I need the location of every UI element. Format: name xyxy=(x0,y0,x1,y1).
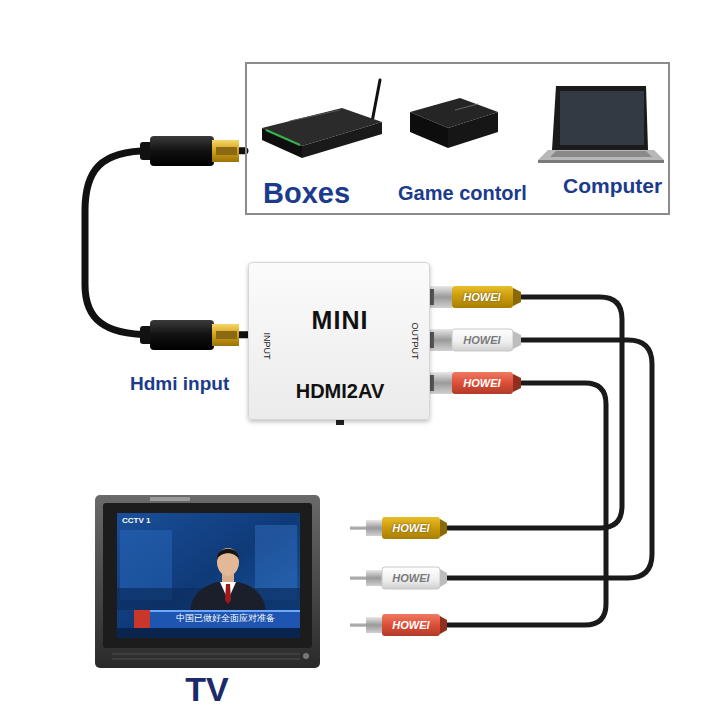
tv-illustration xyxy=(225,584,231,604)
hdmi-cable xyxy=(85,151,248,335)
rca-plug xyxy=(513,331,521,349)
news-caption: 中国已做好全面应对准备 xyxy=(176,614,275,624)
hdmi-plug xyxy=(140,136,239,166)
laptop xyxy=(538,160,664,163)
brand-mark: HOWEI xyxy=(463,377,500,389)
rca-plug xyxy=(350,623,368,627)
brand-mark: HOWEI xyxy=(392,619,429,631)
model-text: MINI xyxy=(312,307,369,335)
game-console xyxy=(455,104,478,110)
tv-illustration xyxy=(95,495,320,668)
rca-plug xyxy=(430,372,521,394)
rca-plug xyxy=(350,576,368,580)
hdmi-plug xyxy=(216,331,237,339)
rca-plug xyxy=(350,567,447,589)
laptop xyxy=(560,91,644,145)
rca-plug xyxy=(430,372,452,394)
rca-plug xyxy=(430,289,434,305)
device-label: Boxes xyxy=(263,178,350,210)
tv-illustration xyxy=(150,610,300,628)
tv-illustration xyxy=(95,495,320,668)
tv-illustration xyxy=(303,653,309,659)
laptop xyxy=(552,86,648,150)
rca-plug xyxy=(440,569,447,587)
tv-illustration xyxy=(150,610,300,612)
rca-plug xyxy=(430,375,434,391)
rca-plug xyxy=(452,329,513,351)
model-text: HDMI2AV xyxy=(296,380,385,402)
rca-plug xyxy=(382,567,440,589)
hdmi-plug xyxy=(216,147,237,155)
port-label: INPUT xyxy=(261,333,271,360)
tv-illustration xyxy=(190,582,266,612)
rca-cable xyxy=(447,383,606,625)
tv-illustration xyxy=(112,653,300,655)
rca-plug xyxy=(513,374,521,392)
brand-mark: HOWEI xyxy=(463,334,500,346)
rca-plug xyxy=(430,286,521,308)
tv-illustration xyxy=(112,658,300,660)
hdmi-plug xyxy=(150,320,214,350)
rca-plug xyxy=(350,526,368,530)
tv-illustration xyxy=(117,628,300,638)
game-console xyxy=(448,112,498,148)
rca-plug xyxy=(366,570,382,586)
converter-box: MINI INPUT OUTPUT HDMI2AV xyxy=(248,262,430,420)
rca-plug xyxy=(366,617,382,633)
rca-plug xyxy=(430,332,434,348)
brand-mark: HOWEI xyxy=(392,572,429,584)
tv-illustration xyxy=(103,503,312,648)
laptop xyxy=(538,86,664,163)
game-console xyxy=(410,98,498,148)
tv-illustration xyxy=(217,549,239,560)
hdmi-plug xyxy=(140,320,239,350)
laptop xyxy=(538,150,664,160)
rca-plug xyxy=(382,614,440,636)
device-panel: Boxes Game contorl Computer xyxy=(245,62,670,215)
rca-plug xyxy=(382,517,440,539)
rca-plug xyxy=(430,329,452,351)
set-top-box xyxy=(262,80,382,158)
hdmi-plug xyxy=(212,324,239,346)
set-top-box xyxy=(266,130,300,145)
rca-plug xyxy=(513,288,521,306)
device-label: TV xyxy=(185,672,228,706)
rca-plug xyxy=(366,520,382,536)
rca-plug xyxy=(430,286,452,308)
rca-cable xyxy=(447,297,622,528)
set-top-box xyxy=(372,80,380,122)
hdmi-plug xyxy=(150,136,214,166)
hdmi-plug xyxy=(212,140,239,162)
set-top-box xyxy=(290,110,340,121)
rca-plug xyxy=(350,614,447,636)
rca-plug xyxy=(452,286,513,308)
tv-illustration xyxy=(150,497,190,501)
laptop xyxy=(550,151,652,157)
rca-plug xyxy=(440,616,447,634)
device-label: Computer xyxy=(563,174,662,197)
rca-cable xyxy=(447,340,652,578)
rca-plug xyxy=(350,517,447,539)
rca-plug xyxy=(430,329,521,351)
rca-plug xyxy=(452,372,513,394)
port-caption: Hdmi input xyxy=(130,374,229,395)
rca-cable xyxy=(447,297,652,625)
port-label: OUTPUT xyxy=(409,323,419,360)
brand-mark: HOWEI xyxy=(392,522,429,534)
device-label: Game contorl xyxy=(398,182,527,204)
game-console xyxy=(410,112,448,148)
set-top-box xyxy=(302,122,382,158)
channel-logo: CCTV 1 xyxy=(122,517,150,526)
set-top-box xyxy=(262,128,302,158)
tv-illustration xyxy=(134,610,150,628)
tv-illustration xyxy=(217,548,239,576)
tv-illustration xyxy=(117,513,300,638)
brand-mark: HOWEI xyxy=(463,291,500,303)
rca-plug xyxy=(440,519,447,537)
